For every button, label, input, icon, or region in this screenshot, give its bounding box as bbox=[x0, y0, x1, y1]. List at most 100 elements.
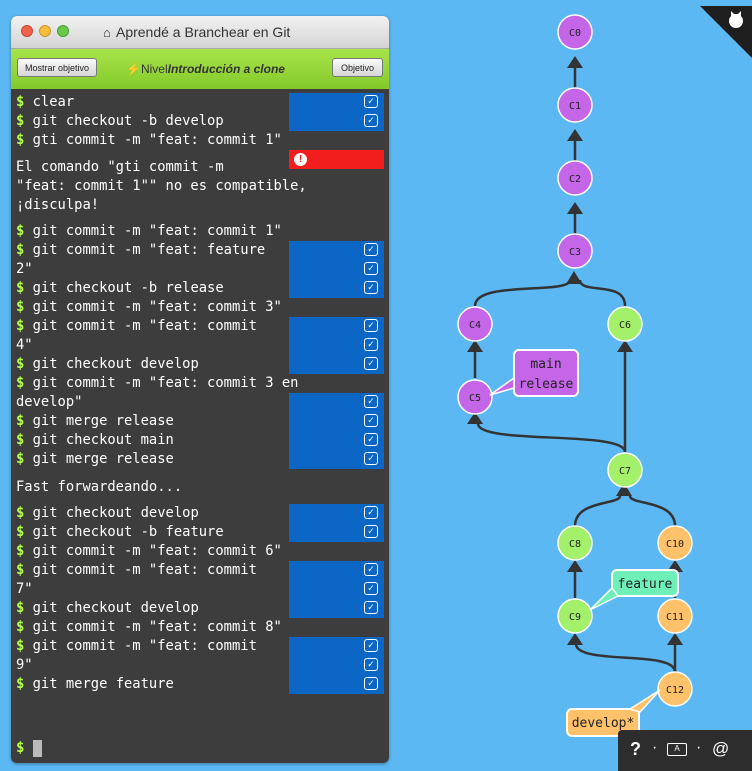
separator-dot: · bbox=[652, 739, 658, 756]
terminal-window: ⌂ Aprendé a Branchear en Git Mostrar obj… bbox=[11, 16, 389, 763]
commit-node bbox=[657, 598, 693, 634]
commit-node bbox=[557, 14, 593, 50]
error-message: El comando "gti commit -m bbox=[16, 159, 224, 175]
command-line: $ gti commit -m "feat: commit 1" bbox=[16, 132, 282, 148]
command-status-block bbox=[289, 393, 384, 469]
checkbox-icon: ✓ bbox=[364, 452, 378, 465]
commit-label: C0 bbox=[569, 28, 581, 39]
command-line: $ git commit -m "feat: commit 6" bbox=[16, 543, 282, 559]
maximize-window-button[interactable] bbox=[57, 25, 69, 37]
command-line: $ git merge feature bbox=[16, 676, 174, 692]
checkbox-icon: ✓ bbox=[364, 281, 378, 294]
goal-button[interactable]: Objetivo bbox=[332, 58, 383, 77]
commit-node bbox=[557, 525, 593, 561]
branch-release: release bbox=[519, 377, 574, 392]
command-line: $ git commit -m "feat: commit bbox=[16, 638, 257, 654]
command-line: $ git commit -m "feat: commit 3" bbox=[16, 299, 282, 315]
command-line: $ git checkout -b feature bbox=[16, 524, 224, 540]
commit-label: C5 bbox=[469, 393, 481, 404]
minimize-window-button[interactable] bbox=[39, 25, 51, 37]
commit-node bbox=[557, 87, 593, 123]
commit-node bbox=[557, 233, 593, 269]
command-line-continued: develop" bbox=[16, 394, 83, 410]
commit-label: C7 bbox=[619, 466, 631, 477]
commit-label: C10 bbox=[666, 539, 684, 550]
language-icon[interactable]: A bbox=[667, 743, 687, 756]
checkbox-icon: ✓ bbox=[364, 357, 378, 370]
command-line: $ git commit -m "feat: commit bbox=[16, 562, 257, 578]
command-line: $ git commit -m "feat: commit 8" bbox=[16, 619, 282, 635]
commit-label: C8 bbox=[569, 539, 581, 550]
command-line: $ git commit -m "feat: commit bbox=[16, 318, 257, 334]
separator-dot: · bbox=[696, 739, 702, 756]
command-line: $ clear bbox=[16, 94, 75, 110]
checkbox-icon: ✓ bbox=[364, 506, 378, 519]
checkbox-icon: ✓ bbox=[364, 95, 378, 108]
commit-node bbox=[457, 379, 493, 415]
show-goal-button[interactable]: Mostrar objetivo bbox=[17, 58, 97, 77]
error-icon: ! bbox=[294, 153, 307, 166]
branch-label-develop: develop* bbox=[566, 689, 661, 737]
info-message: Fast forwardeando... bbox=[16, 479, 183, 495]
window-title: ⌂ Aprendé a Branchear en Git bbox=[103, 24, 291, 40]
close-window-button[interactable] bbox=[21, 25, 33, 37]
commit-node bbox=[657, 525, 693, 561]
input-prompt: $ bbox=[16, 740, 25, 756]
svg-text:develop*: develop* bbox=[572, 716, 635, 731]
octocat-icon[interactable] bbox=[700, 6, 752, 58]
checkbox-icon: ✓ bbox=[364, 319, 378, 332]
title-bar: ⌂ Aprendé a Branchear en Git bbox=[11, 16, 389, 49]
level-title: ⚡NivelIntroducción a clone bbox=[126, 62, 285, 76]
help-bar: ? · A · @ bbox=[618, 730, 752, 771]
command-line: $ git commit -m "feat: commit 3 en bbox=[16, 375, 299, 391]
commit-label: C1 bbox=[569, 101, 581, 112]
command-status-block bbox=[289, 241, 384, 298]
commit-label: C3 bbox=[569, 247, 581, 258]
checkbox-icon: ✓ bbox=[364, 582, 378, 595]
command-line: $ git commit -m "feat: commit 1" bbox=[16, 223, 282, 239]
error-message: "feat: commit 1"" no es compatible, bbox=[16, 178, 307, 194]
command-line: $ git checkout develop bbox=[16, 505, 199, 521]
command-line: $ git checkout -b release bbox=[16, 280, 224, 296]
command-input[interactable] bbox=[33, 740, 42, 757]
level-name: Introducción a clone bbox=[167, 62, 285, 76]
branch-label-main-release: main release bbox=[489, 349, 579, 397]
commit-node bbox=[457, 306, 493, 342]
commit-label: C2 bbox=[569, 174, 581, 185]
commit-node bbox=[607, 452, 643, 488]
checkbox-icon: ✓ bbox=[364, 433, 378, 446]
command-status-block bbox=[289, 561, 384, 618]
commit-label: C9 bbox=[569, 612, 581, 623]
checkbox-icon: ✓ bbox=[364, 525, 378, 538]
checkbox-icon: ✓ bbox=[364, 114, 378, 127]
checkbox-icon: ✓ bbox=[364, 414, 378, 427]
command-status-block bbox=[289, 637, 384, 694]
branch-main: main bbox=[530, 357, 561, 372]
checkbox-icon: ✓ bbox=[364, 601, 378, 614]
toolbar: Mostrar objetivo ⚡NivelIntroducción a cl… bbox=[11, 49, 389, 89]
command-line: $ git checkout -b develop bbox=[16, 113, 224, 129]
command-line: $ git commit -m "feat: feature bbox=[16, 242, 266, 258]
commit-label: C12 bbox=[666, 685, 684, 696]
command-line: $ git checkout develop bbox=[16, 600, 199, 616]
command-line: $ git merge release bbox=[16, 413, 174, 429]
command-line-continued: 7" bbox=[16, 581, 33, 597]
commit-node bbox=[607, 306, 643, 342]
command-status-block bbox=[289, 317, 384, 374]
help-icon[interactable]: ? bbox=[630, 739, 641, 759]
checkbox-icon: ✓ bbox=[364, 563, 378, 576]
checkbox-icon: ✓ bbox=[364, 677, 378, 690]
commit-label: C6 bbox=[619, 320, 631, 331]
svg-text:feature: feature bbox=[618, 577, 673, 592]
command-status-block bbox=[289, 504, 384, 542]
checkbox-icon: ✓ bbox=[364, 395, 378, 408]
branch-label-feature: feature bbox=[589, 569, 679, 611]
command-status-block bbox=[289, 93, 384, 131]
checkbox-icon: ✓ bbox=[364, 262, 378, 275]
command-line-continued: 4" bbox=[16, 337, 33, 353]
home-icon: ⌂ bbox=[103, 25, 111, 40]
error-bar: ! bbox=[289, 150, 384, 169]
checkbox-icon: ✓ bbox=[364, 338, 378, 351]
threads-icon[interactable]: @ bbox=[712, 739, 730, 758]
